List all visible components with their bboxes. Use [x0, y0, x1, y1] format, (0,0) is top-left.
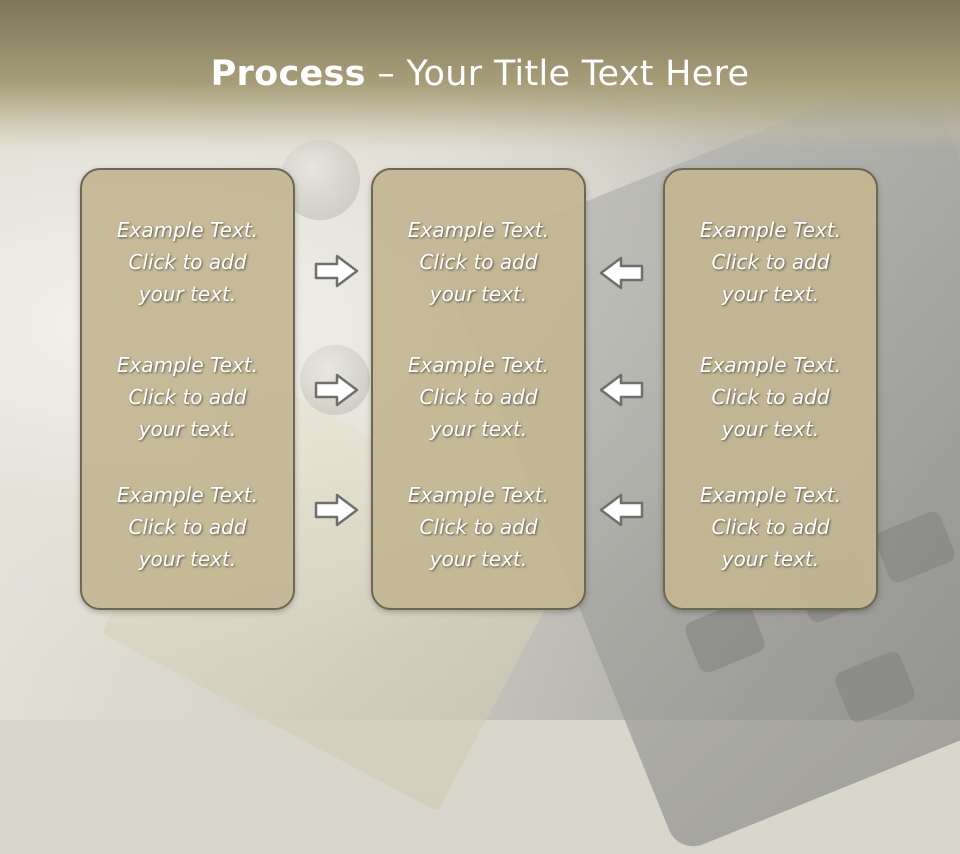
- placeholder-text[interactable]: Example Text. Click to add your text.: [407, 218, 550, 306]
- arrow-left-icon[interactable]: [597, 254, 645, 292]
- title-banner: [0, 0, 960, 150]
- placeholder-text[interactable]: Example Text. Click to add your text.: [116, 483, 259, 571]
- process-box-center[interactable]: Example Text. Click to add your text. Ex…: [371, 168, 586, 610]
- page-title[interactable]: Process – Your Title Text Here: [0, 54, 960, 94]
- process-box-right[interactable]: Example Text. Click to add your text. Ex…: [663, 168, 878, 610]
- background-coin: [300, 345, 370, 415]
- arrow-left-icon[interactable]: [597, 491, 645, 529]
- arrow-right-icon[interactable]: [313, 491, 361, 529]
- arrow-left-icon[interactable]: [597, 371, 645, 409]
- placeholder-text[interactable]: Example Text. Click to add your text.: [116, 353, 259, 441]
- placeholder-text[interactable]: Example Text. Click to add your text.: [116, 218, 259, 306]
- placeholder-text[interactable]: Example Text. Click to add your text.: [407, 483, 550, 571]
- placeholder-text[interactable]: Example Text. Click to add your text.: [407, 353, 550, 441]
- title-rest: – Your Title Text Here: [365, 54, 750, 94]
- arrow-right-icon[interactable]: [313, 371, 361, 409]
- placeholder-text[interactable]: Example Text. Click to add your text.: [699, 353, 842, 441]
- placeholder-text[interactable]: Example Text. Click to add your text.: [699, 483, 842, 571]
- placeholder-text[interactable]: Example Text. Click to add your text.: [699, 218, 842, 306]
- title-bold: Process: [210, 54, 366, 94]
- process-box-left[interactable]: Example Text. Click to add your text. Ex…: [80, 168, 295, 610]
- arrow-right-icon[interactable]: [313, 252, 361, 290]
